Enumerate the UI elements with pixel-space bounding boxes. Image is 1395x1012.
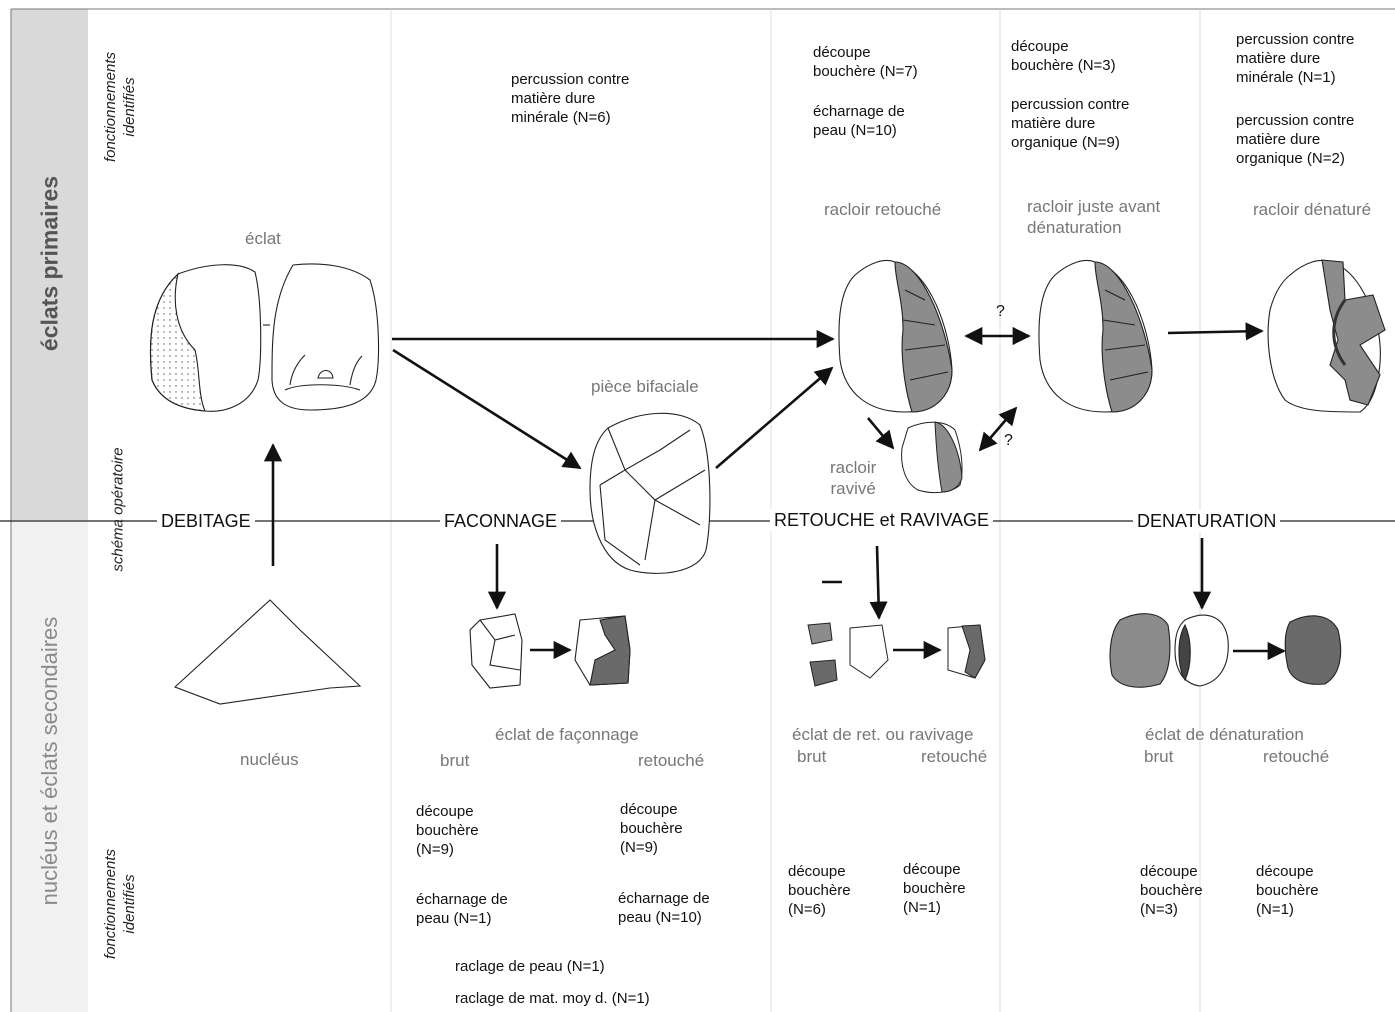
arrow-double-2 — [978, 406, 1018, 452]
label-racloir-ravive: racloir ravivé — [830, 458, 877, 498]
piece-bifaciale-drawing — [589, 412, 711, 574]
band-secondary — [11, 520, 88, 1012]
eclat-faconnage-brut — [469, 613, 523, 689]
racloir-avant-drawing — [1038, 259, 1153, 413]
fn-bot-fac-brut-b: écharnage de peau (N=1) — [416, 891, 508, 927]
fn-bot-ret-ret: découpe bouchère (N=1) — [903, 861, 966, 916]
label-nucleus: nucléus — [240, 750, 299, 769]
label-piece-bifaciale: pièce bifaciale — [591, 377, 699, 396]
arrow-biface-racloir — [715, 366, 834, 469]
racloir-ravive-drawing — [901, 421, 963, 494]
stage-debitage: DEBITAGE — [157, 510, 255, 532]
fn-bot-fac-ret-b: écharnage de peau (N=10) — [618, 890, 710, 926]
label-racloir-denature: racloir dénaturé — [1253, 200, 1372, 219]
fn-top-col2: percussion contre matière dure minérale … — [511, 71, 630, 126]
fn-top-col3a: découpe bouchère (N=7) — [813, 44, 918, 80]
fn-bot-den-ret: découpe bouchère (N=1) — [1256, 863, 1319, 918]
label-eclat-denat: éclat de dénaturation — [1145, 725, 1304, 744]
eclat-drawing — [149, 263, 380, 412]
label-denat-brut: brut — [1144, 747, 1174, 766]
label-ret-brut: brut — [797, 747, 827, 766]
fn-bot-fac-ret-a: découpe bouchère (N=9) — [620, 801, 683, 856]
label-faconnage-brut: brut — [440, 751, 470, 770]
fn-top-col5b: percussion contre matière dure organique… — [1236, 112, 1355, 167]
fn-bot-raclage-2: raclage de mat. moy d. (N=1) — [455, 990, 650, 1007]
fn-bot-ret-brut: découpe bouchère (N=6) — [788, 863, 851, 918]
label-racloir-retouche: racloir retouché — [824, 200, 942, 219]
fn-top-col5a: percussion contre matière dure minérale … — [1236, 31, 1355, 86]
fn-bot-fac-brut-a: découpe bouchère (N=9) — [416, 803, 479, 858]
label-ret-retouche: retouché — [921, 747, 988, 766]
label-racloir-avant: racloir juste avant dénaturation — [1027, 197, 1161, 237]
eclat-faconnage-retouche — [574, 615, 631, 686]
question-mark-2: ? — [1004, 432, 1013, 449]
fn-bot-raclage-1: raclage de peau (N=1) — [455, 958, 605, 975]
arrow-retouche-down — [869, 545, 888, 620]
fn-bot-den-brut: découpe bouchère (N=3) — [1140, 863, 1203, 918]
racloir-denature-drawing — [1267, 259, 1386, 413]
stage-denaturation: DENATURATION — [1133, 510, 1281, 532]
label-eclat-ret: éclat de ret. ou ravivage — [792, 725, 974, 744]
stage-retouche: RETOUCHE et RAVIVAGE — [770, 509, 994, 531]
question-mark-1: ? — [996, 303, 1005, 320]
arrow-avant-denature — [1167, 322, 1264, 341]
arrow-racloir-ravive — [867, 417, 895, 450]
label-eclat-faconnage: éclat de façonnage — [495, 725, 639, 744]
fn-top-col4b: percussion contre matière dure organique… — [1011, 96, 1130, 151]
label-denat-retouche: retouché — [1263, 747, 1330, 766]
fn-top-col4a: découpe bouchère (N=3) — [1011, 38, 1116, 74]
eclat-denaturation — [1109, 613, 1342, 688]
stage-faconnage: FACONNAGE — [440, 510, 562, 532]
nucleus-drawing — [173, 599, 362, 705]
band-primary — [11, 9, 88, 520]
arrow-eclat-biface — [392, 348, 582, 470]
arrows — [263, 322, 1286, 661]
label-eclat: éclat — [245, 229, 281, 248]
label-faconnage-retouche: retouché — [638, 751, 705, 770]
fn-top-col3b: écharnage de peau (N=10) — [813, 103, 905, 139]
racloir-retouche-drawing — [838, 259, 953, 413]
eclat-retouche-pieces — [807, 622, 986, 687]
